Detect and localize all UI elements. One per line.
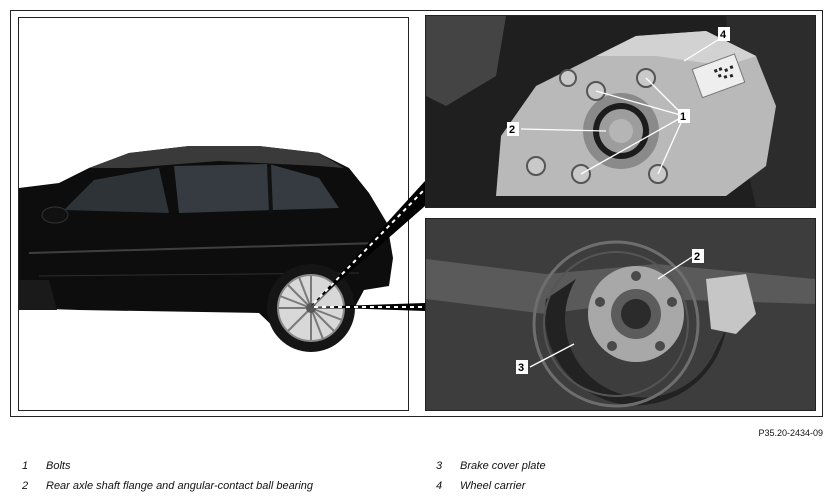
vehicle-illustration <box>19 146 393 352</box>
brake-plate-rim <box>532 240 700 408</box>
car-front-window <box>174 164 339 213</box>
legend-left-column: 1 Bolts 2 Rear axle shaft flange and ang… <box>22 460 313 500</box>
callout-bottom-2: 2 <box>694 251 700 263</box>
wheel-carrier-highlight <box>596 31 756 66</box>
qr-code-icon <box>713 65 734 79</box>
legend-text: Brake cover plate <box>460 460 546 472</box>
bottom-leader-lines <box>529 256 693 368</box>
brake-cover-plate <box>544 279 726 406</box>
wheel-carrier-detail-image: 1 2 4 <box>425 15 816 208</box>
car-rear-window <box>64 168 169 213</box>
bearing-center <box>609 119 633 143</box>
suspension-arm <box>426 16 506 106</box>
legend-right-column: 3 Brake cover plate 4 Wheel carrier <box>436 460 546 500</box>
car-front-bumper <box>19 280 57 310</box>
legend-number: 1 <box>22 460 29 472</box>
figure-frame: 1 2 4 <box>10 10 823 417</box>
car-roof <box>89 146 344 168</box>
legend-number: 2 <box>22 480 29 492</box>
vehicle-side-view-image <box>18 17 409 411</box>
car-mirror <box>41 206 69 224</box>
legend-number: 4 <box>436 480 443 492</box>
brake-assembly-illustration: 2 3 <box>426 219 815 410</box>
legend-item: 1 Bolts <box>22 460 313 480</box>
callout-top-2: 2 <box>509 124 515 136</box>
legend-text: Wheel carrier <box>460 480 526 492</box>
car-hub-center <box>306 303 316 313</box>
brake-cover-plate-detail-image: 2 3 <box>425 218 816 411</box>
legend-text: Rear axle shaft flange and angular-conta… <box>46 480 314 492</box>
legend-item: 2 Rear axle shaft flange and angular-con… <box>22 480 313 500</box>
callout-top-1: 1 <box>680 111 686 123</box>
brake-plate-inner-rim <box>543 251 689 397</box>
callout-bottom-3: 3 <box>518 362 524 374</box>
brake-caliper <box>706 274 756 334</box>
legend-number: 3 <box>436 460 443 472</box>
legend-item: 3 Brake cover plate <box>436 460 546 480</box>
hub-bolt-holes <box>595 271 677 351</box>
callout-labels: 1 2 4 <box>507 27 730 136</box>
legend-text: Bolts <box>46 460 71 472</box>
car-b-pillar <box>267 163 273 214</box>
figure-id: P35.20-2434-09 <box>758 428 823 438</box>
hub-center <box>621 299 651 329</box>
wheel-carrier-illustration: 1 2 4 <box>426 16 815 207</box>
callout-top-4: 4 <box>720 29 727 41</box>
leader-lines <box>520 37 722 175</box>
legend-item: 4 Wheel carrier <box>436 480 546 500</box>
bottom-callout-labels: 2 3 <box>516 249 704 374</box>
